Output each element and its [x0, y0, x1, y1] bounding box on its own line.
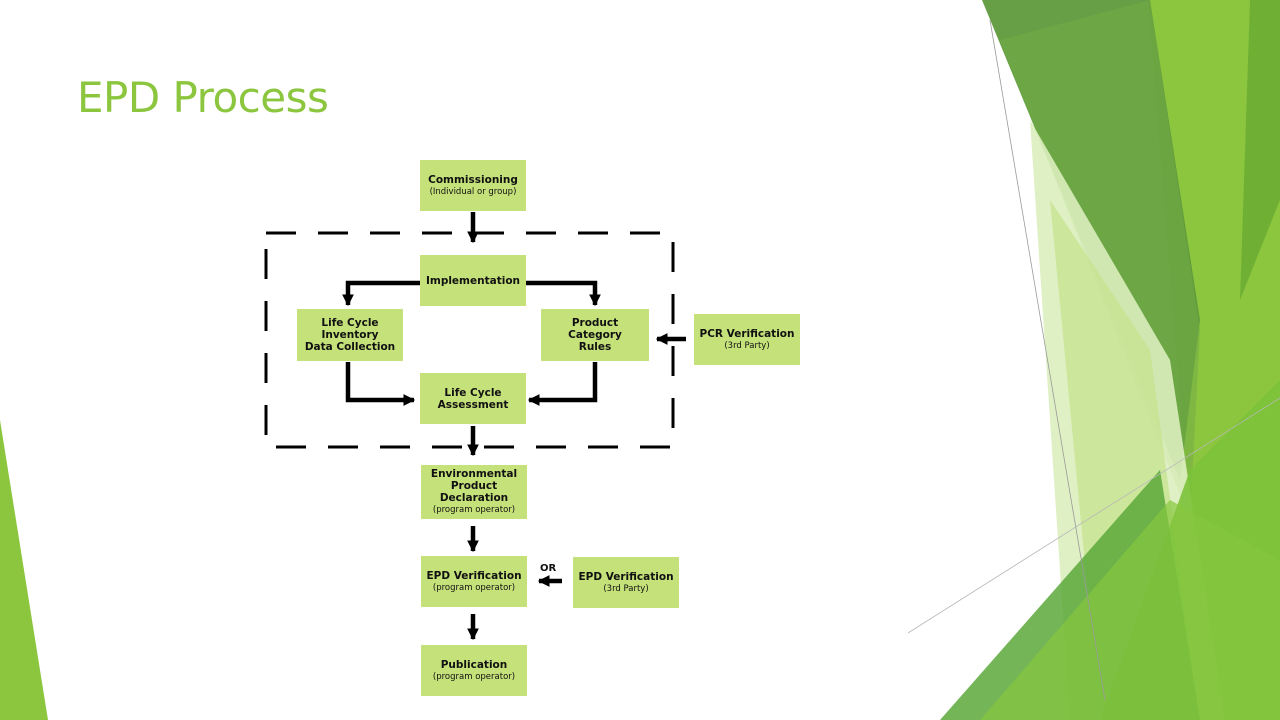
node-title: Commissioning — [428, 173, 518, 186]
node-title: PCR Verification — [699, 327, 795, 340]
node-epd-verification: EPD Verification (program operator) — [421, 556, 527, 607]
node-subtitle: (3rd Party) — [724, 340, 770, 351]
node-title: Life Cycle Inventory Data Collection — [304, 317, 396, 353]
node-title: Life Cycle Assessment — [437, 386, 509, 411]
node-subtitle: (program operator) — [432, 671, 516, 682]
bg-thin-line-vertical — [989, 19, 1106, 701]
node-title: Environmental Product Declaration — [430, 468, 518, 504]
bg-shape-right-edge — [1240, 0, 1280, 300]
arrow-implementation-to-pcr — [526, 280, 601, 307]
bg-shape-left-edge — [0, 420, 48, 720]
node-subtitle: (3rd Party) — [603, 583, 649, 594]
node-life-cycle-assessment: Life Cycle Assessment — [420, 373, 526, 424]
bg-thin-line-diagonal — [907, 397, 1280, 634]
node-subtitle: (program operator) — [432, 505, 516, 515]
node-title: EPD Verification — [426, 569, 522, 582]
node-product-category-rules: Product Category Rules — [541, 309, 649, 361]
node-lci-data-collection: Life Cycle Inventory Data Collection — [297, 309, 403, 361]
bg-shape-bottom-bright — [980, 500, 1280, 720]
node-pcr-verification: PCR Verification (3rd Party) — [694, 314, 800, 365]
arrow-pcr-to-lca — [527, 362, 598, 406]
node-environmental-product-declaration: Environmental Product Declaration (progr… — [421, 465, 527, 519]
node-commissioning: Commissioning (Individual or group) — [420, 160, 526, 211]
node-subtitle: (Individual or group) — [429, 186, 517, 197]
node-title: Publication — [440, 658, 508, 671]
node-subtitle: (program operator) — [432, 582, 516, 593]
node-title: Product Category Rules — [568, 317, 622, 353]
node-title: Implementation — [425, 274, 521, 287]
node-epd-verification-third-party: EPD Verification (3rd Party) — [573, 557, 679, 608]
node-publication: Publication (program operator) — [421, 645, 527, 696]
node-implementation: Implementation — [420, 255, 526, 306]
or-label: OR — [540, 563, 557, 574]
page-title: EPD Process — [77, 73, 329, 122]
node-title: EPD Verification — [578, 570, 674, 583]
arrow-lci-to-lca — [345, 362, 416, 406]
arrow-implementation-to-lci — [342, 280, 420, 307]
